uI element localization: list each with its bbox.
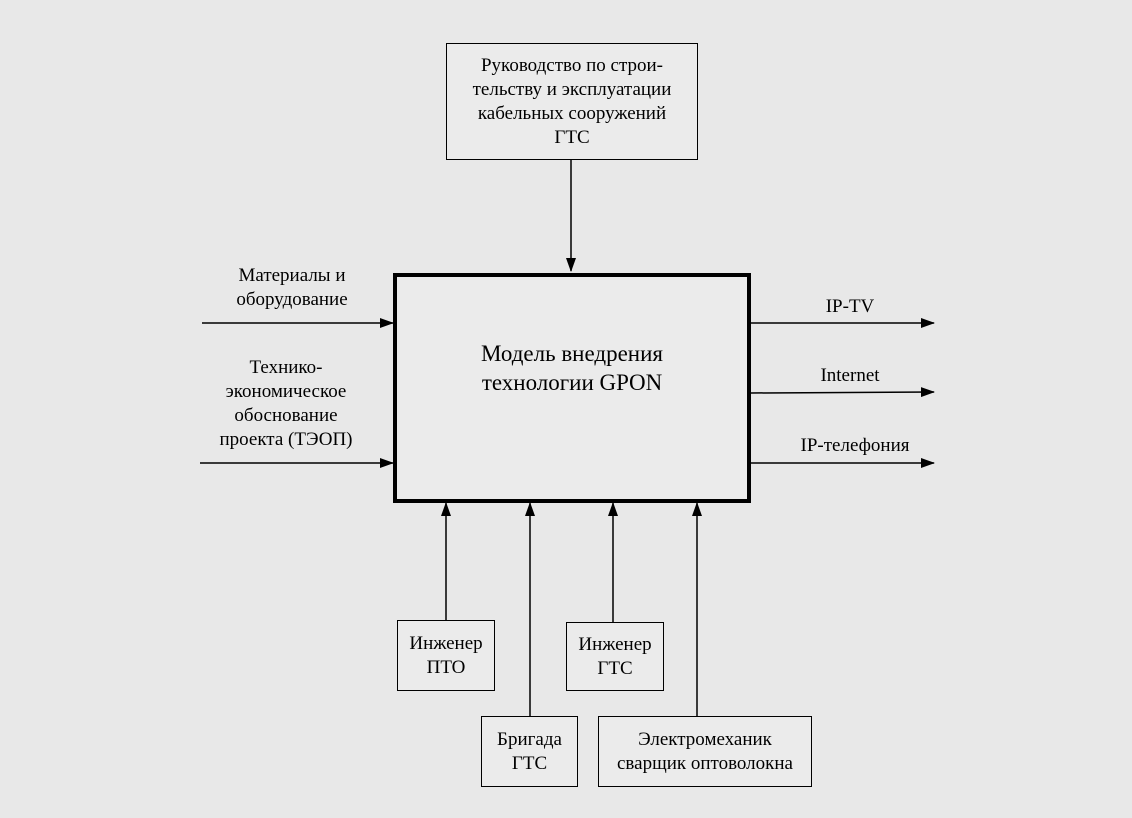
mechanism-line: Инженер xyxy=(578,633,652,655)
main-process-line: технологии GPON xyxy=(481,370,663,395)
input-label-teop: Технико- экономическое обоснование проек… xyxy=(196,356,376,452)
input-label-line: экономическое xyxy=(225,381,347,402)
output-label-iptv: IP-TV xyxy=(790,295,910,319)
main-process-title: Модель внедрения технологии GPON xyxy=(481,339,663,397)
control-text: Руководство по строи- тельству и эксплуа… xyxy=(473,54,672,150)
control-line: Руководство по строи- xyxy=(480,54,663,76)
main-process-box: Модель внедрения технологии GPON xyxy=(393,273,751,503)
mechanism-box-electromechanic: Электромеханик сварщик оптоволокна xyxy=(598,716,812,787)
main-process-line: Модель внедрения xyxy=(480,341,664,366)
mechanism-box-engineer-gts: Инженер ГТС xyxy=(566,622,664,691)
output-label-line: Internet xyxy=(820,365,880,386)
input-label-line: обоснование xyxy=(234,405,338,426)
control-line: ГТС xyxy=(554,126,590,148)
input-label-line: проекта (ТЭОП) xyxy=(219,429,353,450)
input-label-line: Материалы и xyxy=(238,265,346,286)
mechanism-line: Бригада xyxy=(497,728,562,750)
mechanism-line: ГТС xyxy=(511,752,548,774)
mechanism-line: ПТО xyxy=(426,656,466,678)
control-line: кабельных сооружений xyxy=(477,102,667,124)
input-label-line: оборудование xyxy=(236,289,348,310)
output-label-line: IP-телефония xyxy=(800,435,910,456)
control-box: Руководство по строи- тельству и эксплуа… xyxy=(446,43,698,160)
mechanism-box-engineer-pto: Инженер ПТО xyxy=(397,620,495,691)
mechanism-box-brigade-gts: Бригада ГТС xyxy=(481,716,578,787)
mechanism-line: Электромеханик xyxy=(638,728,772,750)
mechanism-line: сварщик оптоволокна xyxy=(617,752,793,774)
control-line: тельству и эксплуатации xyxy=(472,78,672,100)
output-label-internet: Internet xyxy=(790,364,910,388)
output-arrow-internet xyxy=(750,387,935,398)
output-label-line: IP-TV xyxy=(825,296,875,317)
output-label-ip-telephony: IP-телефония xyxy=(780,434,930,458)
mechanism-line: Инженер xyxy=(409,632,483,654)
input-label-line: Технико- xyxy=(249,357,323,378)
input-label-materials: Материалы и оборудование xyxy=(200,264,384,312)
mechanism-line: ГТС xyxy=(597,657,633,679)
